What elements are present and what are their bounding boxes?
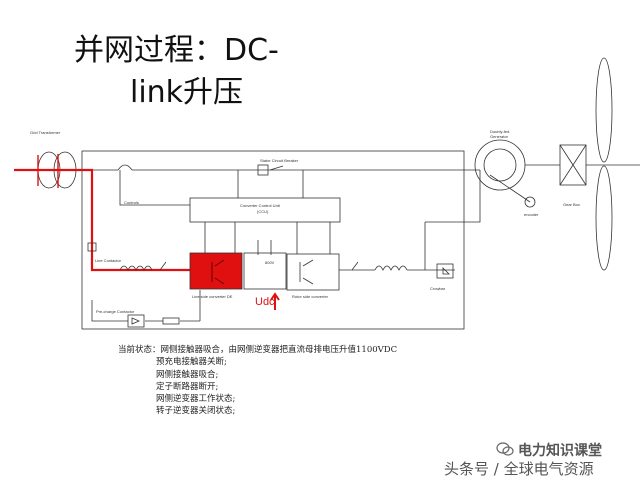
label-generator-2: Generator	[490, 134, 509, 139]
status-line-2: 预充电接触器关断;	[156, 357, 227, 368]
encoder-circle	[524, 196, 536, 208]
generator-inner	[483, 148, 517, 182]
generator-rotor-line	[470, 170, 481, 223]
watermark-line-2: 头条号 / 全球电气资源	[444, 460, 594, 478]
rotor-converter-symbol	[299, 259, 314, 285]
dc-link-taps	[257, 240, 272, 255]
ccu-control-drops	[204, 222, 331, 254]
udc-arrow	[270, 292, 280, 310]
active-path-transformer	[37, 154, 59, 188]
line-contactor-box	[87, 242, 97, 252]
controls-line	[119, 170, 190, 206]
generator-encoder-link	[489, 174, 531, 203]
slide-title: 并网过程：DC- link升压	[74, 30, 374, 114]
label-gearbox: Gear Box	[563, 202, 580, 207]
label-stator-breaker: Stator Circuit Breaker	[260, 158, 299, 163]
line-inductor	[119, 265, 153, 271]
label-rotor-side-converter: Rotor side converter	[292, 294, 329, 299]
label-ccu-1: Converter Control Unit	[240, 203, 281, 208]
blade-top	[595, 57, 613, 163]
crowbar-diode	[442, 267, 450, 275]
precharge-resistor	[162, 317, 180, 325]
status-line-4: 定子断路器断开;	[156, 381, 219, 392]
status-line-1: 当前状态：网侧接触器吸合，由网侧逆变器把直流母排电压升值1100VDC	[118, 345, 398, 355]
precharge-diode	[131, 317, 141, 325]
watermark-line-1: 电力知识课堂	[518, 443, 602, 459]
rotor-inductor	[374, 265, 408, 271]
ccu-box	[189, 197, 341, 223]
line-side-converter-block	[189, 252, 243, 290]
rotor-switch	[351, 261, 359, 271]
label-crowbar: Crowbar	[430, 286, 446, 291]
rotor-converter-box	[286, 253, 340, 291]
label-grid-transformer: Grid Transformer	[30, 130, 61, 135]
stator-breaker-taps	[237, 170, 304, 198]
label-line-side-converter: Line side converter DE	[192, 294, 233, 299]
dc-link-box	[243, 252, 287, 290]
label-ccu-2: (CCU)	[257, 209, 269, 214]
label-precharge-contactor: Pre-charge Contactor	[96, 309, 135, 314]
stator-breaker-box	[257, 164, 269, 176]
title-line-2: link升压	[130, 75, 244, 110]
generator-outer	[474, 139, 526, 191]
status-description: 当前状态：网侧接触器吸合，由网侧逆变器把直流母排电压升值1100VDC 预充电接…	[118, 344, 397, 418]
line-contactor-switch	[159, 261, 167, 271]
active-power-path	[14, 154, 190, 272]
wechat-icon	[496, 442, 514, 456]
blade-bottom	[595, 165, 613, 271]
status-line-6: 转子逆变器关闭状态;	[156, 406, 236, 417]
title-line-1: 并网过程：DC-	[74, 33, 279, 68]
udc-label: Udc	[255, 296, 275, 308]
precharge-diode-box	[127, 314, 145, 328]
label-line-contactor: Line Contactor	[95, 258, 122, 263]
active-path-main	[14, 168, 190, 272]
label-dc-voltage: 800V	[265, 260, 275, 265]
rotor-feed-line	[424, 221, 470, 270]
line-converter-symbol	[211, 259, 225, 285]
system-frame	[81, 150, 465, 330]
status-line-5: 网侧逆变器工作状态;	[156, 394, 236, 405]
stator-breaker-contact	[269, 165, 284, 171]
precharge-line	[91, 300, 200, 322]
crowbar-box	[436, 263, 454, 279]
status-line-3: 网侧接触器吸合;	[156, 369, 219, 380]
label-controls: Controls	[124, 200, 139, 205]
label-generator-1: Doubly-fed	[490, 129, 509, 134]
top-bus-switch	[117, 164, 133, 171]
watermark: 电力知识课堂 头条号 / 全球电气资源	[440, 438, 640, 478]
label-encoder: encoder	[524, 212, 539, 217]
gearbox-cross	[559, 144, 587, 186]
